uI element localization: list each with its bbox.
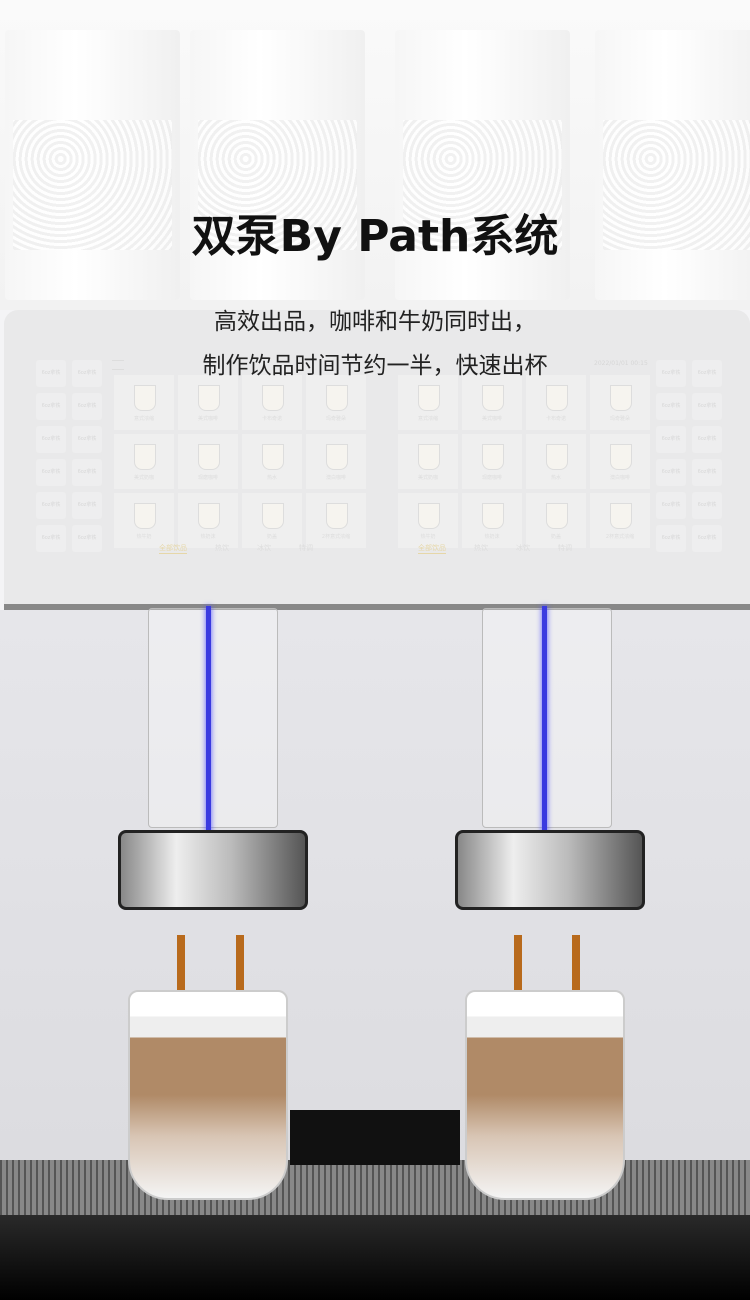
tab-0[interactable]: 全部饮品: [418, 544, 446, 554]
side-button[interactable]: 6oz拿铁: [72, 459, 102, 486]
latte-cup: [128, 990, 288, 1200]
center-block: [290, 1110, 460, 1165]
side-button[interactable]: 6oz拿铁: [36, 426, 66, 453]
drink-tile[interactable]: 热奶沫: [178, 493, 238, 548]
drink-tile[interactable]: 澳白咖啡: [306, 434, 366, 489]
side-button[interactable]: 6oz拿铁: [656, 426, 686, 453]
drip-tray: [0, 1160, 750, 1215]
coffee-stream: [514, 935, 522, 990]
side-button[interactable]: 6oz拿铁: [72, 393, 102, 420]
drink-tile[interactable]: 热牛奶: [398, 493, 458, 548]
drink-tile[interactable]: 美式奶咖: [114, 434, 174, 489]
drink-tile[interactable]: 2杯意式浓缩: [306, 493, 366, 548]
drink-tile[interactable]: 卡布奇诺: [526, 375, 586, 430]
drink-tile[interactable]: 美式奶咖: [398, 434, 458, 489]
drink-tile[interactable]: 热水: [526, 434, 586, 489]
coffee-stream: [572, 935, 580, 990]
side-button[interactable]: 6oz拿铁: [656, 393, 686, 420]
canister: [190, 30, 365, 300]
drink-tile[interactable]: 意式浓缩: [398, 375, 458, 430]
drink-tile[interactable]: 意式浓缩: [114, 375, 174, 430]
glass-panel: [148, 608, 278, 828]
tab-2[interactable]: 冰饮: [257, 544, 271, 552]
side-button[interactable]: 6oz拿铁: [72, 525, 102, 552]
side-button[interactable]: 6oz拿铁: [36, 525, 66, 552]
side-button[interactable]: 6oz拿铁: [656, 492, 686, 519]
screen-timestamp: 2022/01/01 00:15: [594, 360, 648, 367]
glass-panel: [482, 608, 612, 828]
side-button[interactable]: 6oz拿铁: [692, 525, 722, 552]
tab-3[interactable]: 特调: [558, 544, 572, 552]
side-button[interactable]: 6oz拿铁: [656, 360, 686, 387]
category-tabs-left: 全部饮品 热饮 冰饮 特调: [159, 543, 313, 554]
drink-tile[interactable]: 现磨咖啡: [178, 434, 238, 489]
side-button[interactable]: 6oz拿铁: [72, 360, 102, 387]
side-button[interactable]: 6oz拿铁: [692, 393, 722, 420]
tab-1[interactable]: 热饮: [474, 544, 488, 552]
side-button[interactable]: 6oz拿铁: [36, 492, 66, 519]
latte-cup: [465, 990, 625, 1200]
machine-base: [0, 1215, 750, 1300]
milk-tube: [206, 606, 211, 834]
side-button[interactable]: 6oz拿铁: [692, 426, 722, 453]
side-button[interactable]: 6oz拿铁: [692, 459, 722, 486]
side-button[interactable]: 6oz拿铁: [692, 360, 722, 387]
drink-tile[interactable]: 卡布奇诺: [242, 375, 302, 430]
drink-tile[interactable]: 澳白咖啡: [590, 434, 650, 489]
menu-icon[interactable]: [112, 360, 124, 370]
canister: [395, 30, 570, 300]
headline: 双泵By Path系统: [191, 211, 559, 262]
subtitle-line-1: 高效出品，咖啡和牛奶同时出，: [214, 309, 536, 335]
bean-canisters: [0, 0, 750, 310]
drink-tile[interactable]: 2杯意式浓缩: [590, 493, 650, 548]
tab-1[interactable]: 热饮: [215, 544, 229, 552]
side-button[interactable]: 6oz拿铁: [656, 459, 686, 486]
drink-tile[interactable]: 玛奇雅朵: [306, 375, 366, 430]
side-button[interactable]: 6oz拿铁: [36, 393, 66, 420]
coffee-stream: [177, 935, 185, 990]
drink-tile[interactable]: 现磨咖啡: [462, 434, 522, 489]
drink-tile[interactable]: 热奶沫: [462, 493, 522, 548]
drink-tile[interactable]: 美式咖啡: [462, 375, 522, 430]
drink-tile[interactable]: 热水: [242, 434, 302, 489]
drink-tile[interactable]: 奶盖: [242, 493, 302, 548]
dispenser-head: [455, 830, 645, 910]
coffee-stream: [236, 935, 244, 990]
tab-0[interactable]: 全部饮品: [159, 544, 187, 554]
side-button[interactable]: 6oz拿铁: [72, 492, 102, 519]
subtitle-line-2: 制作饮品时间节约一半，快速出杯: [202, 353, 548, 379]
tab-3[interactable]: 特调: [299, 544, 313, 552]
side-button[interactable]: 6oz拿铁: [692, 492, 722, 519]
drink-tile[interactable]: 热牛奶: [114, 493, 174, 548]
drink-tile[interactable]: 玛奇雅朵: [590, 375, 650, 430]
side-button[interactable]: 6oz拿铁: [36, 459, 66, 486]
side-button[interactable]: 6oz拿铁: [36, 360, 66, 387]
canister: [5, 30, 180, 300]
side-button[interactable]: 6oz拿铁: [72, 426, 102, 453]
category-tabs-right: 全部饮品 热饮 冰饮 特调: [418, 543, 572, 554]
milk-tube: [542, 606, 547, 834]
canister: [595, 30, 750, 300]
tab-2[interactable]: 冰饮: [516, 544, 530, 552]
dispenser-head: [118, 830, 308, 910]
side-button[interactable]: 6oz拿铁: [656, 525, 686, 552]
drink-tile[interactable]: 美式咖啡: [178, 375, 238, 430]
drink-tile[interactable]: 奶盖: [526, 493, 586, 548]
